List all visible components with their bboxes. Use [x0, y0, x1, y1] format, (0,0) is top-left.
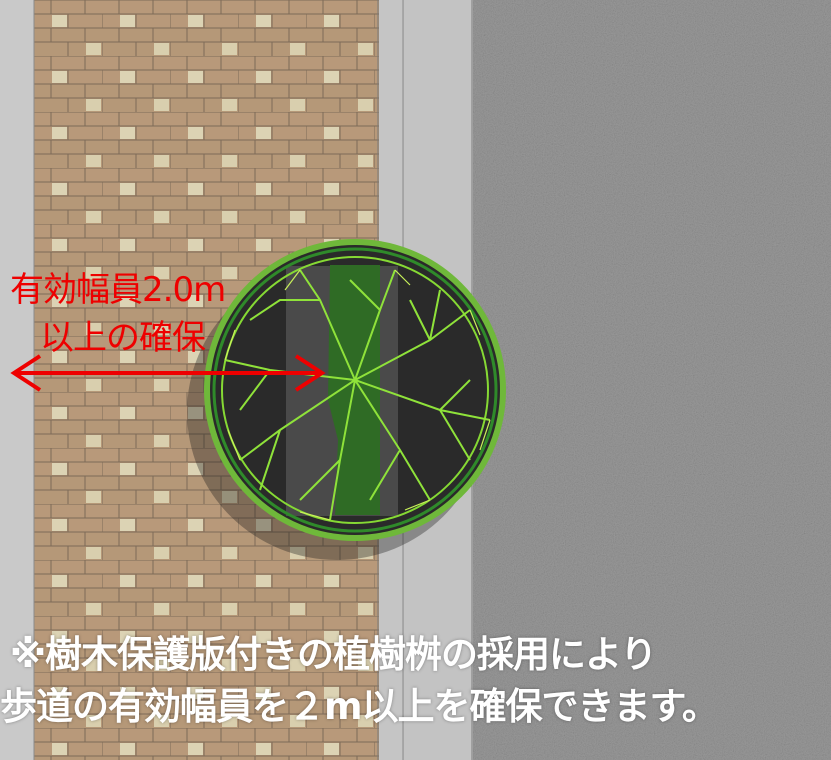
asphalt-road	[473, 0, 831, 760]
tree-pit	[187, 239, 506, 560]
effective-width-sublabel: 以上の確保	[40, 318, 206, 358]
note-line-2: 歩道の有効幅員を２m以上を確保できます。	[0, 685, 719, 728]
tree-branches	[224, 269, 491, 521]
effective-width-label: 有効幅員2.0m	[10, 270, 226, 310]
width-arrow	[10, 354, 326, 392]
note-line-1: ※樹木保護版付きの植樹桝の採用により	[10, 633, 657, 676]
